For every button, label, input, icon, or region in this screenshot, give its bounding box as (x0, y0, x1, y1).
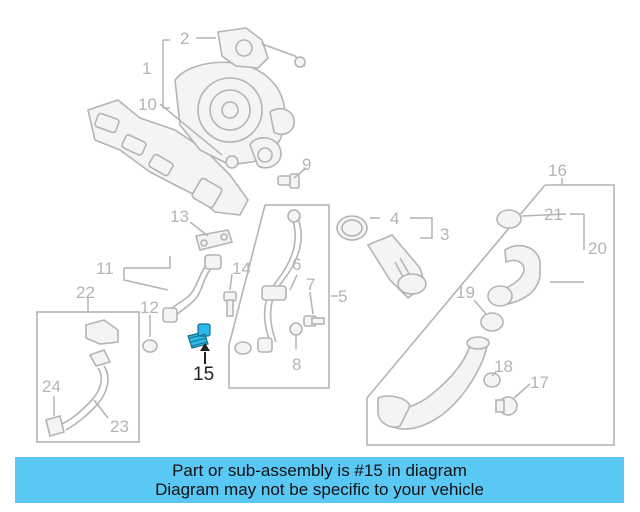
leader-lines (53, 37, 585, 419)
callout-7: 7 (306, 275, 315, 294)
group-box-16 (366, 184, 615, 446)
oil-line-11 (162, 254, 222, 323)
parts-diagram: 1 2 3 4 5 6 7 8 9 10 11 12 13 14 15 16 1… (36, 27, 615, 446)
turbocharger-assembly (87, 61, 295, 216)
banner-line-2: Diagram may not be specific to your vehi… (155, 480, 484, 499)
callout-17: 17 (530, 373, 549, 392)
info-banner: Part or sub-assembly is #15 in diagram D… (15, 457, 624, 503)
callout-11: 11 (96, 259, 114, 278)
callout-5: 5 (338, 287, 347, 306)
intake-hose-3 (336, 215, 427, 300)
callout-9: 9 (302, 155, 311, 174)
stud-9 (277, 173, 300, 189)
o-ring-12 (142, 339, 158, 353)
callout-16: 16 (548, 161, 567, 180)
callout-21: 21 (544, 205, 563, 224)
highlighted-bolt-15 (187, 323, 211, 349)
callout-18: 18 (494, 357, 513, 376)
callout-2: 2 (180, 29, 189, 48)
callout-8: 8 (292, 355, 301, 374)
callout-15-highlight: 15 (193, 364, 214, 385)
callout-19: 19 (456, 283, 475, 302)
group-box-5 (228, 204, 330, 389)
bolt-14 (223, 291, 237, 317)
callout-14: 14 (232, 259, 251, 278)
callout-24: 24 (42, 377, 61, 396)
callout-1: 1 (142, 59, 151, 78)
wastegate-actuator (217, 27, 306, 69)
callout-20: 20 (588, 239, 607, 258)
gasket-10 (225, 155, 239, 169)
callout-23: 23 (110, 417, 129, 436)
callout-3: 3 (440, 225, 449, 244)
callout-labels: 1 2 3 4 5 6 7 8 9 10 11 12 13 14 15 16 1… (42, 29, 607, 436)
callout-22: 22 (76, 283, 95, 302)
callout-12: 12 (140, 298, 159, 317)
callout-13: 13 (170, 207, 189, 226)
callout-10: 10 (138, 95, 157, 114)
banner-line-1: Part or sub-assembly is #15 in diagram (172, 461, 467, 480)
callout-6: 6 (292, 255, 301, 274)
group-box-22 (36, 311, 140, 443)
callout-4: 4 (390, 209, 399, 228)
bracket-13 (194, 229, 234, 251)
